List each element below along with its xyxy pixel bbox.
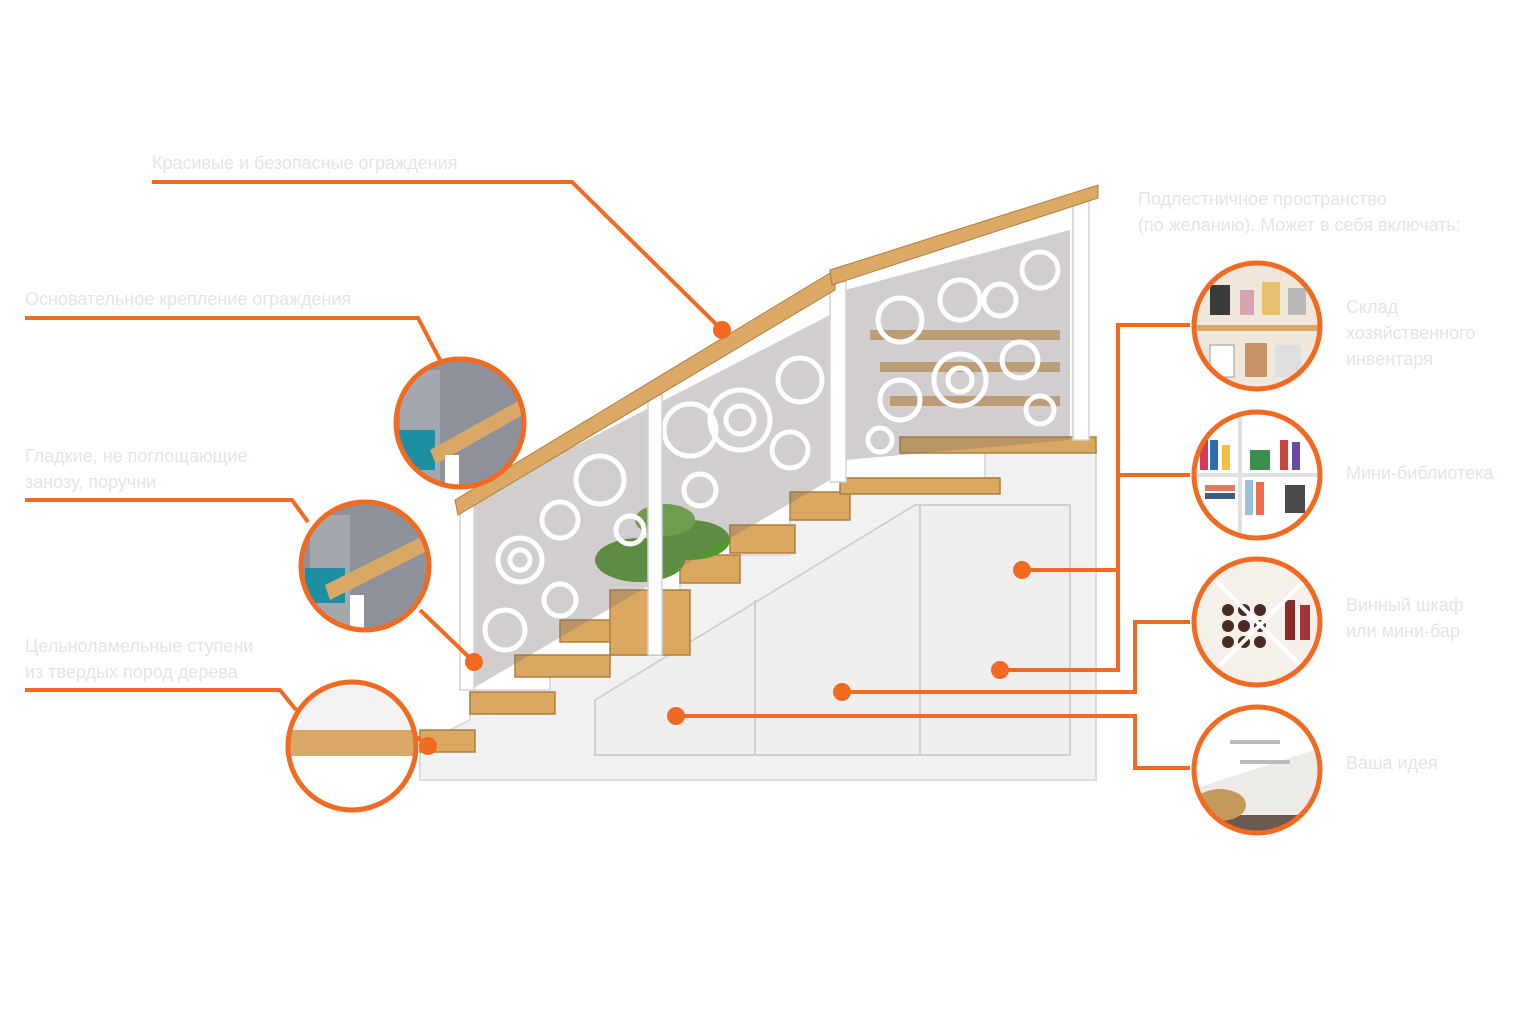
- steps-dot: [419, 737, 437, 755]
- library-photo: [1191, 409, 1323, 541]
- storage-label-line-3: инвентаря: [1346, 349, 1433, 369]
- idea-label: Ваша идея: [1346, 750, 1438, 776]
- stair-step: [469, 691, 556, 715]
- wine-label-line-2: или мини-бар: [1346, 621, 1460, 641]
- fastening-label-text: Основательное крепление ограждения: [25, 289, 352, 309]
- storage-callout-line: [1022, 323, 1190, 572]
- wine-label-line-1: Винный шкаф: [1346, 595, 1464, 615]
- idea-label-text: Ваша идея: [1346, 753, 1438, 773]
- handrail-label-line-1: Гладкие, не поглощающие: [25, 446, 248, 466]
- railing-posts: [459, 199, 1090, 691]
- cabinet-callout-line: [1000, 570, 1120, 672]
- cabinet-dot: [991, 661, 1009, 679]
- stair-landing: [899, 436, 1097, 454]
- steps-label-line-2: из твердых пород дерева: [25, 662, 238, 682]
- storage-photo: [1191, 260, 1323, 392]
- wine-callout-line: [842, 620, 1190, 694]
- under-space-line-2: (по желанию). Может в себя включать:: [1138, 215, 1461, 235]
- steps-callout-line: [25, 688, 298, 712]
- under-space-label: Подлестничное пространство (по желанию).…: [1138, 186, 1461, 238]
- storage-label: Склад хозяйственного инвентаря: [1346, 294, 1475, 372]
- fastening-label: Основательное крепление ограждения: [25, 286, 351, 312]
- handrail-closeup: [298, 499, 432, 633]
- wine-label: Винный шкаф или мини-бар: [1346, 592, 1463, 644]
- callout-dots: [419, 321, 1031, 755]
- railing-dot: [713, 321, 731, 339]
- idea-dot: [667, 707, 685, 725]
- railing-label: Красивые и безопасные ограждения: [152, 150, 457, 176]
- idea-callout-line: [676, 714, 1190, 770]
- stair-step: [789, 491, 851, 521]
- handrail-label-line-2: занозу, поручни: [25, 472, 157, 492]
- stair-step: [839, 477, 1001, 495]
- library-label: Мини-библиотека: [1346, 460, 1493, 486]
- railing-callout-line: [152, 180, 724, 332]
- fastening-callout-line: [25, 316, 442, 361]
- library-label-text: Мини-библиотека: [1346, 463, 1494, 483]
- storage-dot: [1013, 561, 1031, 579]
- idea-photo: [1191, 704, 1323, 836]
- steps-closeup: [285, 679, 419, 813]
- storage-label-line-1: Склад: [1346, 297, 1399, 317]
- wine-photo: [1191, 556, 1323, 688]
- under-space-line-1: Подлестничное пространство: [1138, 189, 1387, 209]
- fastening-dot: [465, 653, 483, 671]
- railing-label-text: Красивые и безопасные ограждения: [152, 153, 458, 173]
- steps-label-line-1: Цельноламельные ступени: [25, 636, 254, 656]
- handrail-callout-line: [25, 498, 310, 524]
- handrail: [454, 184, 1099, 516]
- steps-label: Цельноламельные ступени из твердых пород…: [25, 633, 253, 685]
- storage-label-line-2: хозяйственного: [1346, 323, 1476, 343]
- stair-step: [514, 654, 611, 678]
- handrail-label: Гладкие, не поглощающие занозу, поручни: [25, 443, 248, 495]
- fastening-point-line: [418, 608, 476, 664]
- stair-step: [729, 524, 796, 554]
- fastening-closeup: [393, 356, 527, 490]
- wine-dot: [833, 683, 851, 701]
